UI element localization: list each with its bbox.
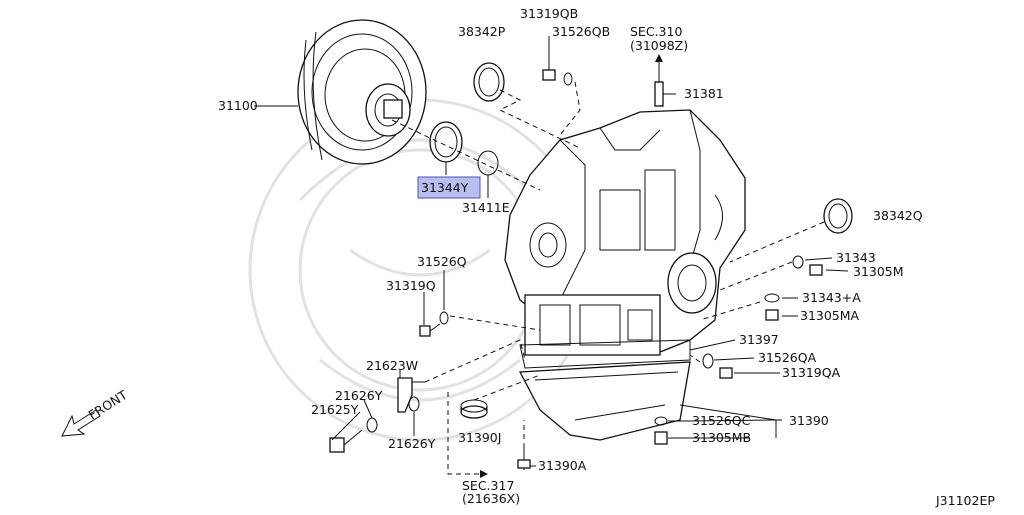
label-21626Y-b[interactable]: 21626Y [388, 436, 436, 451]
hose-21623W[interactable] [397, 377, 425, 413]
torque-converter-31100[interactable] [297, 19, 427, 165]
label-31343[interactable]: 31343 [836, 250, 876, 265]
label-31390J[interactable]: 31390J [458, 430, 501, 445]
front-label: FRONT [86, 387, 130, 423]
bolt-31390A[interactable] [517, 448, 531, 470]
bolt-31319QB[interactable] [542, 36, 556, 81]
oil-pan-gasket-31397[interactable] [519, 339, 691, 369]
oil-pan-31390[interactable] [518, 361, 691, 441]
label-31526QC[interactable]: 31526QC [692, 413, 751, 428]
label-31319Q[interactable]: 31319Q [386, 278, 436, 293]
washer-31526QB[interactable] [563, 72, 573, 86]
seal-ring-38342P[interactable] [473, 62, 505, 102]
label-21623W[interactable]: 21623W [366, 358, 418, 373]
label-31319QB[interactable]: 31319QB [520, 6, 578, 21]
plug-31305MB[interactable] [654, 431, 668, 445]
label-31344Y[interactable]: 31344Y [421, 180, 469, 195]
label-31526QB[interactable]: 31526QB [552, 24, 610, 39]
label-38342P[interactable]: 38342P [458, 24, 506, 39]
diagram-id: J31102EP [935, 493, 995, 508]
label-38342Q[interactable]: 38342Q [873, 208, 923, 223]
bolt-31319QA[interactable] [719, 367, 733, 379]
plug-31305MA[interactable] [765, 309, 779, 321]
magnet-31390J[interactable] [460, 399, 488, 419]
washer-31526QA[interactable] [702, 353, 714, 369]
highlight-31344Y [417, 176, 481, 199]
label-31343-A[interactable]: 31343+A [802, 290, 861, 305]
label-31305M[interactable]: 31305M [853, 264, 904, 279]
label-21625Y[interactable]: 21625Y [311, 402, 359, 417]
label-sec310-sub: (31098Z) [630, 38, 688, 53]
label-31390A[interactable]: 31390A [538, 458, 587, 473]
label-31397[interactable]: 31397 [739, 332, 779, 347]
label-31381[interactable]: 31381 [684, 86, 724, 101]
transmission-case [504, 109, 746, 356]
washer-31526Q[interactable] [439, 311, 449, 325]
label-31526Q[interactable]: 31526Q [417, 254, 467, 269]
label-21626Y-a[interactable]: 21626Y [335, 388, 383, 403]
seal-ring-31344Y[interactable] [429, 121, 463, 163]
label-sec317[interactable]: SEC.317 [462, 478, 514, 493]
bolt-21625Y[interactable] [329, 429, 363, 453]
washer-31343-A[interactable] [764, 293, 780, 303]
label-31305MB[interactable]: 31305MB [692, 430, 751, 445]
plug-31381[interactable] [654, 54, 664, 107]
plug-31305M[interactable] [809, 264, 823, 276]
label-31100[interactable]: 31100 [218, 98, 258, 113]
seal-ring-38342Q[interactable] [823, 198, 853, 234]
washer-31343[interactable] [792, 255, 804, 269]
label-sec310[interactable]: SEC.310 [630, 24, 682, 39]
label-sec317-sub: (21636X) [462, 491, 520, 506]
washer-21626Y-b[interactable] [408, 396, 420, 412]
leader-lines [254, 81, 849, 478]
front-arrow-icon [61, 409, 101, 437]
label-31305MA[interactable]: 31305MA [800, 308, 860, 323]
washer-21626Y-a[interactable] [366, 417, 378, 433]
label-31319QA[interactable]: 31319QA [782, 365, 841, 380]
bolt-31319Q[interactable] [419, 323, 441, 337]
label-31411E[interactable]: 31411E [462, 200, 510, 215]
label-31390[interactable]: 31390 [789, 413, 829, 428]
label-31526QA[interactable]: 31526QA [758, 350, 817, 365]
washer-31526QC[interactable] [654, 416, 668, 426]
